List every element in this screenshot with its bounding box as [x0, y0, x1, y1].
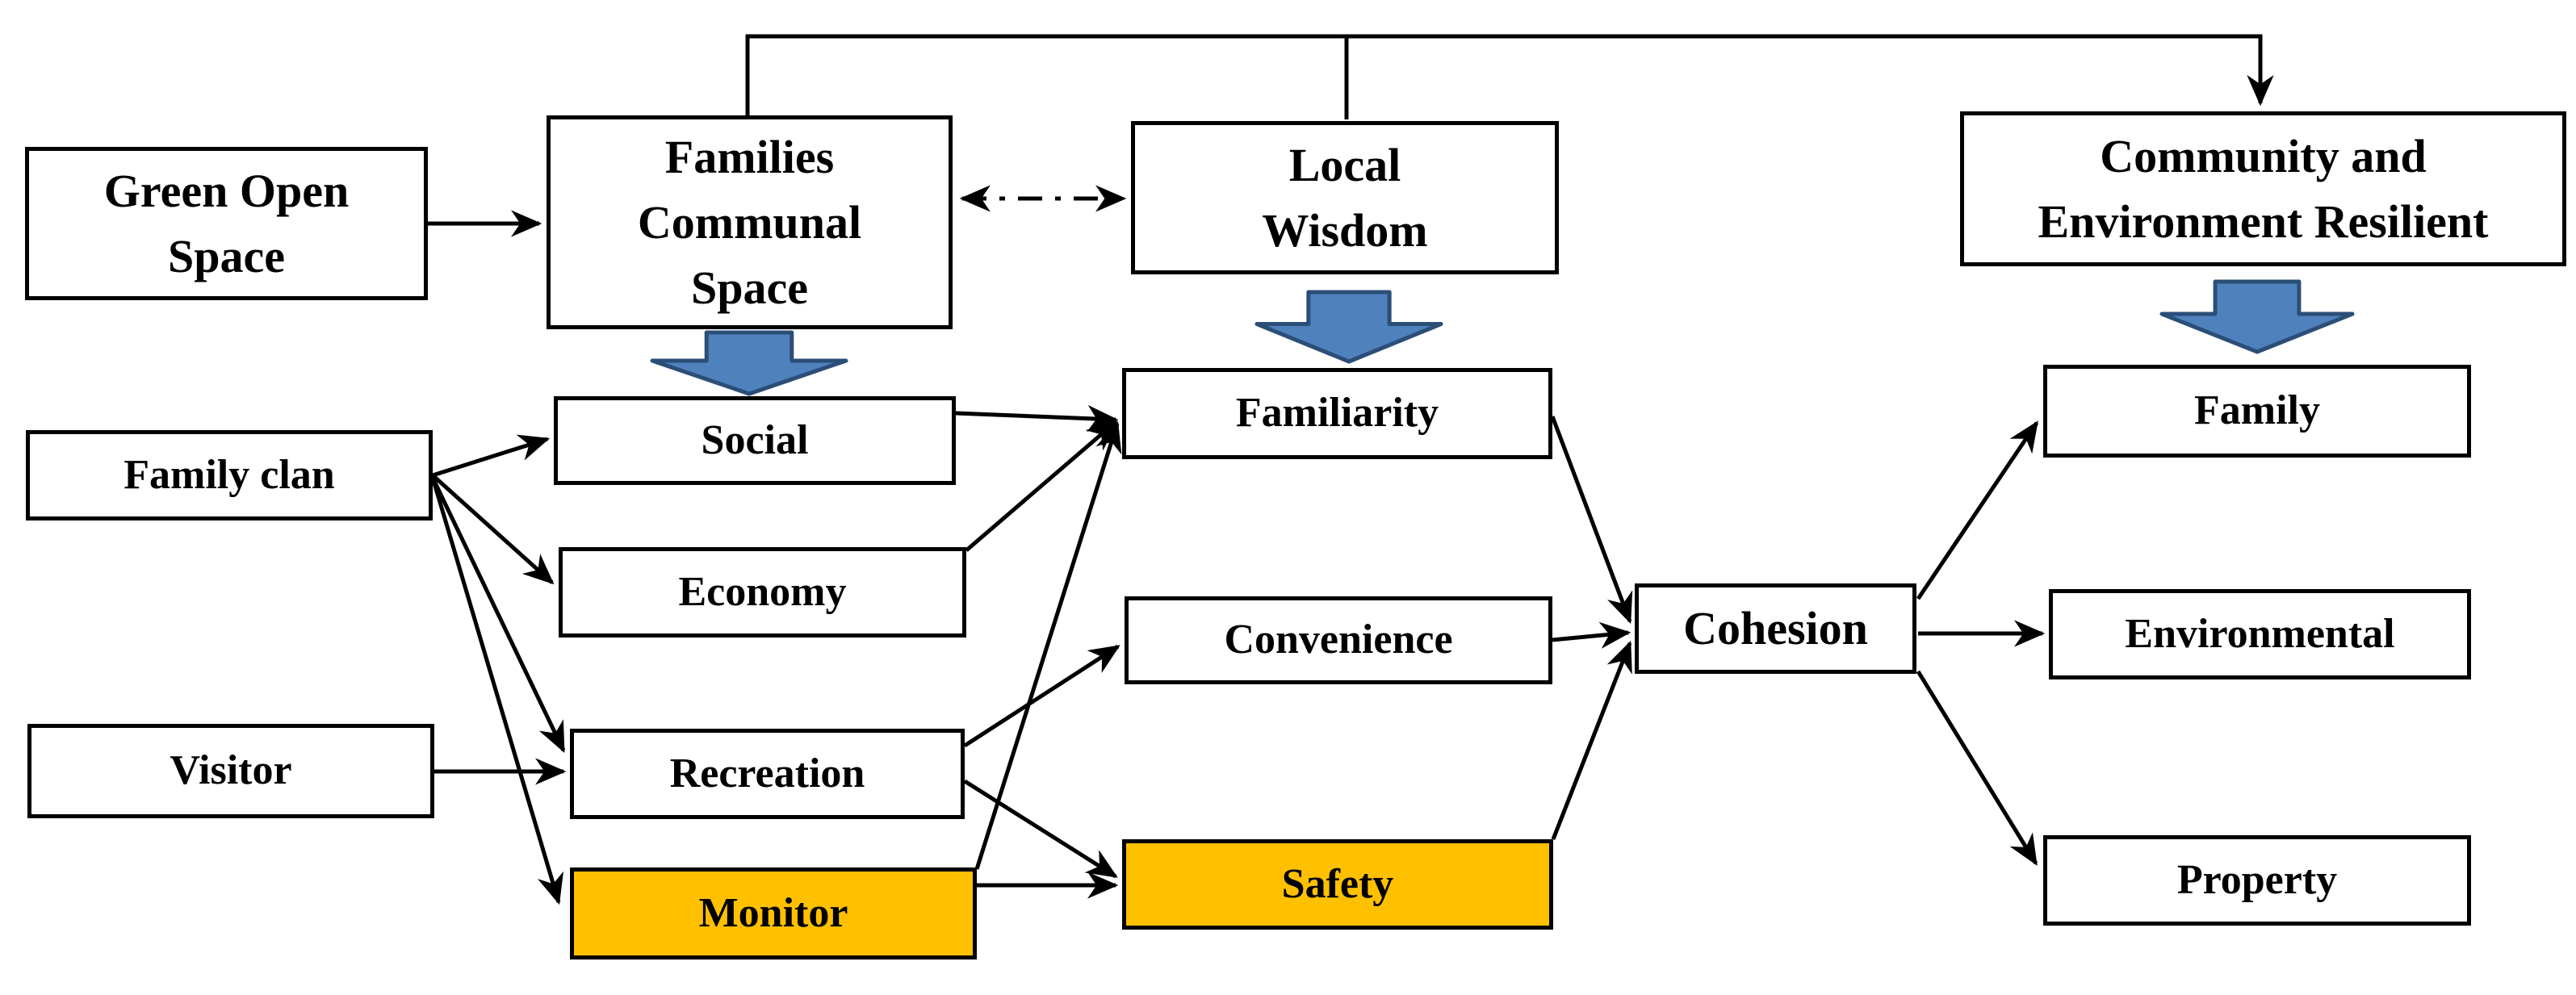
node-label-recreation: Recreation [669, 750, 865, 796]
node-label-family-clan: Family clan [124, 451, 335, 498]
node-label-property: Property [2176, 856, 2338, 903]
node-cohesion: Cohesion [1635, 583, 1916, 674]
edge-cohesion-to-family [1916, 420, 2039, 600]
edge-clan-to-monitor [430, 477, 564, 905]
block-arrow-resilient-to-family [2159, 279, 2355, 354]
node-visitor: Visitor [27, 724, 434, 818]
node-label-families-communal-space: Families Communal Space [637, 130, 862, 315]
node-economy: Economy [559, 547, 966, 638]
edge-clan-to-social [432, 434, 551, 478]
node-monitor: Monitor [570, 867, 977, 959]
node-social: Social [554, 396, 956, 485]
node-label-economy: Economy [678, 568, 847, 615]
node-label-convenience: Convenience [1224, 617, 1453, 663]
edge-safety-to-cohesion [1551, 640, 1632, 840]
edge-cohesion-to-property [1916, 670, 2038, 866]
edge-social-to-familiarity [955, 404, 1119, 433]
node-familiarity: Familiarity [1122, 368, 1552, 459]
node-recreation: Recreation [570, 729, 965, 819]
edge-convenience-to-cohesion [1552, 621, 1631, 649]
edge-top-connector [745, 34, 2274, 115]
node-label-cohesion: Cohesion [1683, 602, 1868, 655]
node-environmental: Environmental [2049, 589, 2471, 679]
node-label-safety: Safety [1281, 860, 1394, 907]
edge-economy-to-familiarity [965, 420, 1118, 552]
node-family-clan: Family clan [26, 430, 433, 520]
node-property: Property [2043, 835, 2471, 926]
node-label-environmental: Environmental [2125, 610, 2395, 657]
node-label-social: Social [701, 416, 809, 463]
node-label-green-open-space: Green Open Space [103, 164, 350, 282]
node-label-local-wisdom: Local Wisdom [1262, 138, 1428, 257]
node-label-family: Family [2194, 387, 2320, 434]
node-family: Family [2043, 365, 2471, 458]
edge-clan-to-economy [431, 474, 555, 585]
block-arrow-families-to-social [650, 330, 848, 396]
node-label-familiarity: Familiarity [1235, 390, 1439, 437]
block-arrow-localwisdom-to-familiarity [1254, 290, 1443, 364]
node-label-monitor: Monitor [698, 889, 848, 936]
node-label-community-resilient: Community and Environment Resilient [2038, 129, 2489, 248]
node-safety: Safety [1122, 839, 1553, 930]
edge-familiarity-to-cohesion [1550, 416, 1633, 625]
edge-recreation-to-safety [963, 779, 1118, 879]
node-label-visitor: Visitor [170, 747, 292, 794]
node-families-communal-space: Families Communal Space [547, 115, 953, 329]
node-local-wisdom: Local Wisdom [1131, 121, 1559, 274]
edge-monitor-to-familiarity [974, 420, 1122, 870]
edge-recreation-to-convenience [963, 644, 1120, 748]
edge-clan-to-recreation [430, 476, 566, 754]
node-community-resilient: Community and Environment Resilient [1960, 111, 2566, 266]
node-green-open-space: Green Open Space [25, 147, 428, 300]
node-convenience: Convenience [1125, 596, 1552, 684]
